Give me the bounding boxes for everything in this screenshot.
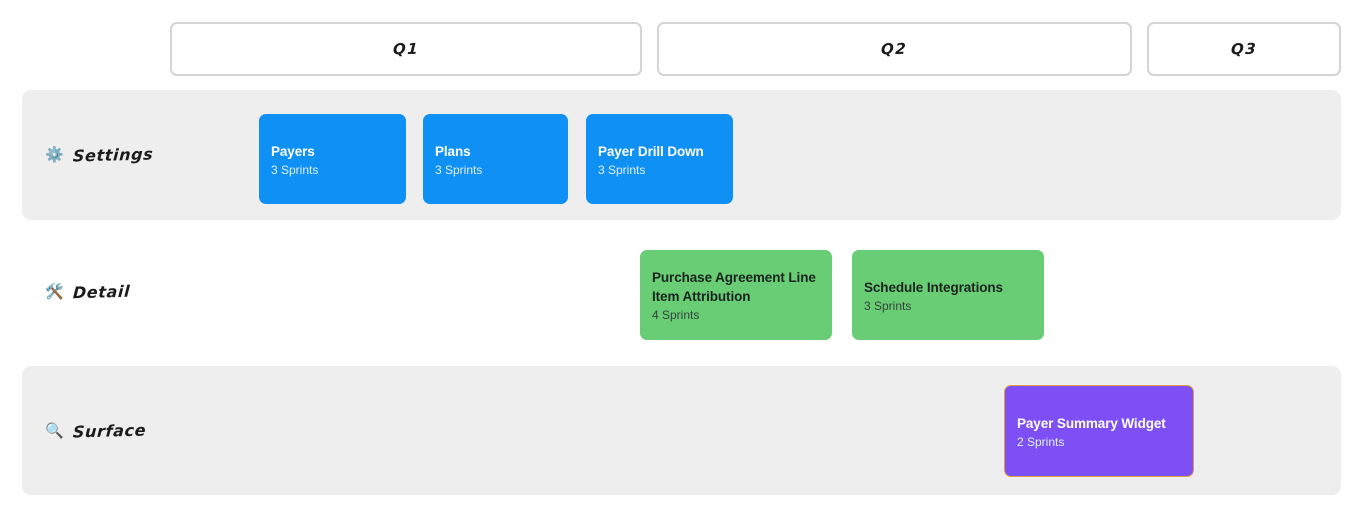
quarter-label: Q3 — [1230, 39, 1258, 59]
swimlane-label-surface: 🔍 Surface — [45, 420, 147, 441]
roadmap-card-purchase-agreement-line-item-attribution[interactable]: Purchase Agreement Line Item Attribution… — [640, 250, 832, 340]
roadmap-card-schedule-integrations[interactable]: Schedule Integrations 3 Sprints — [852, 250, 1044, 340]
quarter-header-q3[interactable]: Q3 — [1147, 22, 1341, 76]
card-sprint-count: 4 Sprints — [652, 308, 700, 323]
quarter-header-row: Q1 Q2 Q3 — [0, 0, 1371, 90]
hammer-and-wrench-icon: 🛠️ — [45, 283, 64, 301]
card-title: Schedule Integrations — [864, 279, 1003, 295]
roadmap-card-payer-summary-widget[interactable]: Payer Summary Widget 2 Sprints — [1004, 385, 1194, 477]
roadmap-card-payer-drill-down[interactable]: Payer Drill Down 3 Sprints — [586, 114, 733, 204]
swimlane-label-text: Detail — [72, 281, 131, 303]
swimlane-label-detail: 🛠️ Detail — [45, 281, 131, 303]
card-sprint-count: 3 Sprints — [864, 298, 912, 313]
card-sprint-count: 2 Sprints — [1017, 434, 1065, 449]
quarter-header-q2[interactable]: Q2 — [657, 22, 1132, 76]
gear-icon: ⚙️ — [45, 146, 64, 164]
quarter-label: Q2 — [880, 39, 909, 59]
card-title: Payer Drill Down — [598, 143, 704, 159]
card-sprint-count: 3 Sprints — [271, 162, 319, 177]
card-sprint-count: 3 Sprints — [598, 162, 646, 177]
roadmap-card-payers[interactable]: Payers 3 Sprints — [259, 114, 406, 204]
card-title: Plans — [435, 143, 471, 159]
quarter-header-q1[interactable]: Q1 — [170, 22, 642, 76]
roadmap-card-plans[interactable]: Plans 3 Sprints — [423, 114, 568, 204]
card-title: Purchase Agreement Line Item Attribution — [652, 269, 816, 305]
swimlane-label-settings: ⚙️ Settings — [45, 144, 154, 166]
swimlane-label-text: Surface — [72, 420, 147, 441]
magnifying-glass-icon: 🔍 — [45, 422, 64, 439]
card-title: Payers — [271, 143, 315, 159]
card-title: Payer Summary Widget — [1017, 415, 1166, 431]
swimlane-label-text: Settings — [72, 144, 154, 166]
quarter-label: Q1 — [392, 39, 420, 59]
card-sprint-count: 3 Sprints — [435, 162, 483, 177]
